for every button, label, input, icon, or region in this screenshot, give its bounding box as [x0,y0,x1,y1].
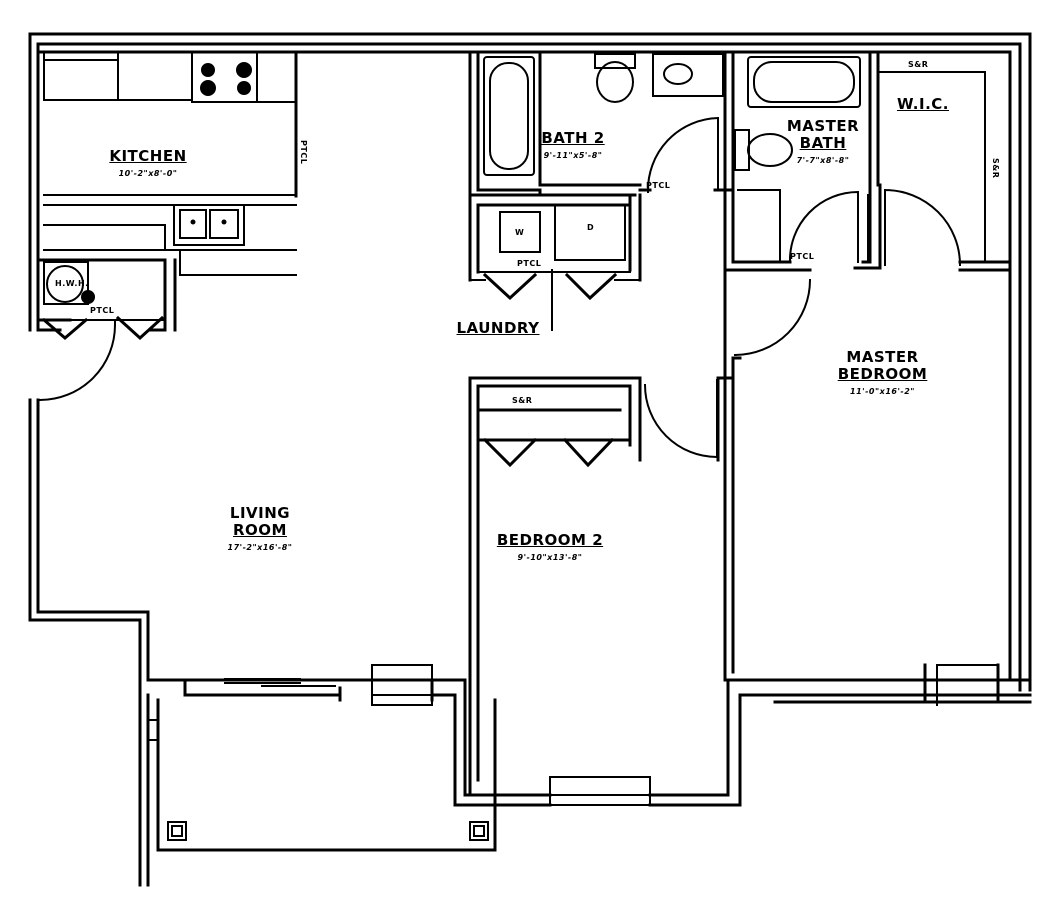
living-room-dims: 17'-2"x16'-8" [227,543,293,552]
master-bath-name-2: BATH [799,134,847,152]
living-room-name-2: ROOM [233,521,287,539]
laundry-ptcl-note: PTCL [517,259,542,268]
windows [147,664,999,806]
kitchen-label: KITCHEN 10'-2"x8'-0" [98,148,198,182]
wic-shelf-rod-note: S&R [908,60,929,69]
sink-drains [190,219,227,225]
dryer-label: D [587,223,595,232]
bath2-dims: 9'-11"x5'-8" [543,151,603,160]
bedroom2-label: BEDROOM 2 9'-10"x13'-8" [480,532,620,566]
master-bedroom-label: MASTER BEDROOM 11'-0"x16'-2" [820,349,945,400]
washer-label: W [515,228,525,237]
master-bedroom-dims: 11'-0"x16'-2" [850,387,915,396]
laundry-label: LAUNDRY [456,319,540,337]
bifold-doors [41,272,632,468]
kitchen-fixtures [43,51,297,276]
bedroom2-name: BEDROOM 2 [496,531,604,549]
living-room-label: LIVING ROOM 17'-2"x16'-8" [205,505,315,556]
master-bath-label: MASTER BATH 7'-7"x8'-8" [773,118,873,169]
hall-ptcl-note: PTCL [90,306,115,315]
master-bath-ptcl-note: PTCL [790,252,815,261]
water-heater-label: H.W.H. [55,279,89,288]
bath2-ptcl-note: PTCL [646,181,671,190]
master-bedroom-name-2: BEDROOM [837,365,928,383]
kitchen-dims: 10'-2"x8'-0" [118,169,178,178]
bath2-label: BATH 2 9'-11"x5'-8" [528,130,618,164]
master-bath-dims: 7'-7"x8'-8" [796,156,850,165]
bedroom2-shelf-rod-note: S&R [512,396,533,405]
bedroom2-dims: 9'-10"x13'-8" [517,553,583,562]
bath-fixtures [469,53,986,379]
wic-side-shelf-rod-note: S&R [991,158,1000,179]
wic-label: W.I.C. [896,95,949,113]
kitchen-ptcl-note: PTCL [299,140,308,165]
balcony-posts [157,699,489,846]
kitchen-name: KITCHEN [109,147,187,165]
door-swings [38,116,962,459]
master-bath-name-1: MASTER [786,117,860,135]
bath2-name: BATH 2 [541,129,605,147]
living-room-name-1: LIVING [229,504,291,522]
stove-burners [200,62,252,96]
interior-walls [36,50,1012,797]
water-heater [43,261,166,321]
master-bedroom-name-1: MASTER [846,348,919,366]
